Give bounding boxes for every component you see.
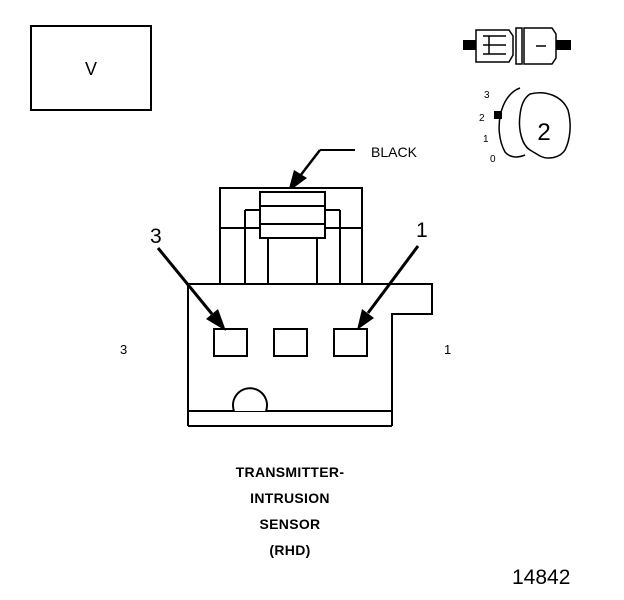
keying-position-0: 0 (490, 154, 496, 165)
pin-cavity-2 (273, 328, 308, 357)
connector-body (187, 187, 433, 427)
pin-cavity-3 (213, 328, 248, 357)
caption-line-3: SENSOR (259, 516, 321, 532)
key-number: 2 (537, 119, 550, 146)
keying-position-1: 1 (483, 134, 489, 145)
view-box: V (30, 25, 152, 111)
color-label: BLACK (371, 144, 418, 160)
caption-line-2: INTRUSION (250, 490, 330, 506)
color-callout: BLACK (288, 144, 418, 192)
view-label: V (85, 59, 97, 79)
pin-callout-arrows: 3 1 (150, 219, 428, 331)
keying-position-2: 2 (479, 113, 485, 124)
caption-line-4: (RHD) (269, 542, 311, 558)
pin-cavity-1 (333, 328, 368, 357)
caption-line-1: TRANSMITTER- (235, 464, 345, 480)
keying-icon: 3 2 1 0 2 (479, 87, 571, 165)
side-label-right: 1 (444, 342, 451, 357)
keying-position-3: 3 (484, 90, 490, 101)
pin-callout-left: 3 (150, 225, 162, 248)
pin-callout-right: 1 (416, 219, 428, 242)
document-number: 14842 (512, 566, 571, 589)
side-label-left: 3 (120, 342, 127, 357)
connector-pair-icon (463, 27, 571, 65)
